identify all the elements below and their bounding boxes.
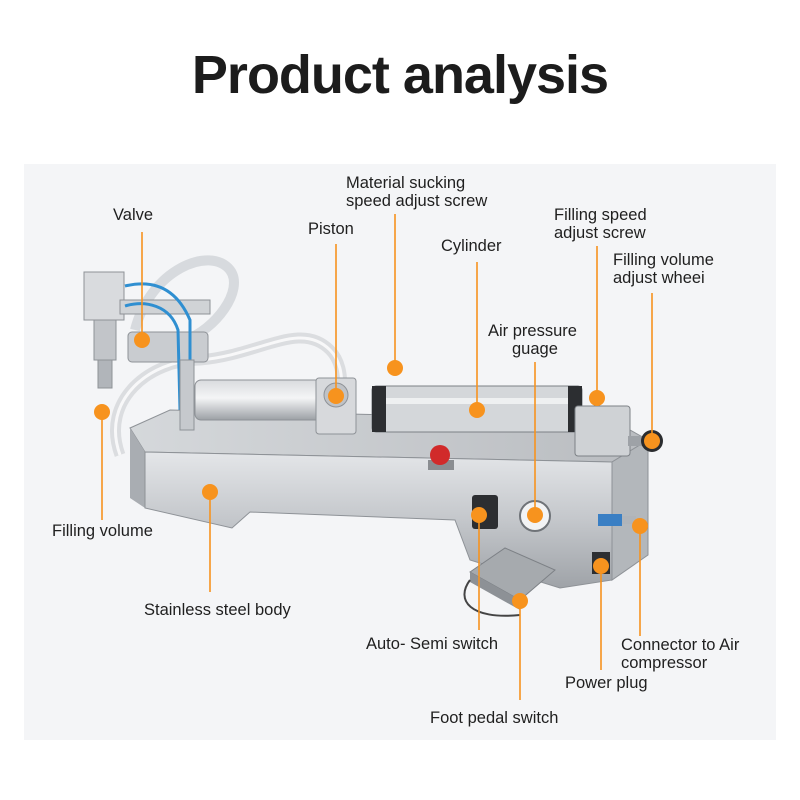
marker-dot-filling-speed (589, 390, 605, 406)
marker-dot-air-pressure (527, 507, 543, 523)
air-connector (598, 514, 622, 526)
label-filling-speed: Filling speed adjust screw (554, 206, 647, 242)
valve-block (83, 271, 125, 321)
label-air-pressure-line1: Air pressure (488, 322, 577, 340)
label-connector: Connector to Air compressor (621, 636, 739, 672)
body-front (130, 428, 145, 508)
marker-dot-auto-semi (471, 507, 487, 523)
label-filling-speed-line1: Filling speed (554, 206, 647, 224)
label-material-sucking: Material sucking speed adjust screw (346, 174, 487, 210)
label-power-plug: Power plug (565, 674, 648, 692)
marker-dot-material-sucking (387, 360, 403, 376)
label-material-sucking-line2: speed adjust screw (346, 192, 488, 210)
label-volume-wheel-line1: Filling volume (613, 251, 714, 269)
label-volume-wheel: Filling volume adjust wheei (613, 251, 714, 287)
page-title: Product analysis (191, 45, 609, 105)
label-material-sucking-line1: Material sucking (346, 174, 466, 192)
label-foot-pedal: Foot pedal switch (430, 709, 559, 727)
label-piston: Piston (308, 220, 354, 238)
hose (130, 255, 239, 345)
emergency-stop (430, 445, 450, 465)
label-connector-line2: compressor (621, 654, 708, 672)
marker-dot-connector (632, 518, 648, 534)
marker-dot-body (202, 484, 218, 500)
body-side (611, 439, 649, 581)
label-filling-volume: Filling volume (52, 522, 153, 540)
label-stainless-body: Stainless steel body (144, 601, 291, 619)
label-auto-semi: Auto- Semi switch (366, 635, 499, 653)
marker-dot-foot-pedal (512, 593, 528, 609)
marker-dot-valve (134, 332, 150, 348)
label-cylinder: Cylinder (441, 237, 502, 255)
label-valve: Valve (113, 206, 154, 224)
label-air-pressure-line2: guage (512, 340, 558, 358)
marker-dot-piston (328, 388, 344, 404)
label-air-pressure: Air pressure guage (488, 322, 577, 358)
marker-dot-volume-wheel (644, 433, 660, 449)
label-filling-speed-line2: adjust screw (554, 224, 646, 242)
marker-dots (94, 332, 660, 609)
label-volume-wheel-line2: adjust wheei (613, 269, 705, 287)
marker-dot-cylinder (469, 402, 485, 418)
label-connector-line1: Connector to Air (621, 636, 740, 654)
marker-dot-power-plug (593, 558, 609, 574)
leader-lines (101, 214, 653, 700)
marker-dot-filling-volume (94, 404, 110, 420)
cylinder-end-block (574, 405, 631, 457)
